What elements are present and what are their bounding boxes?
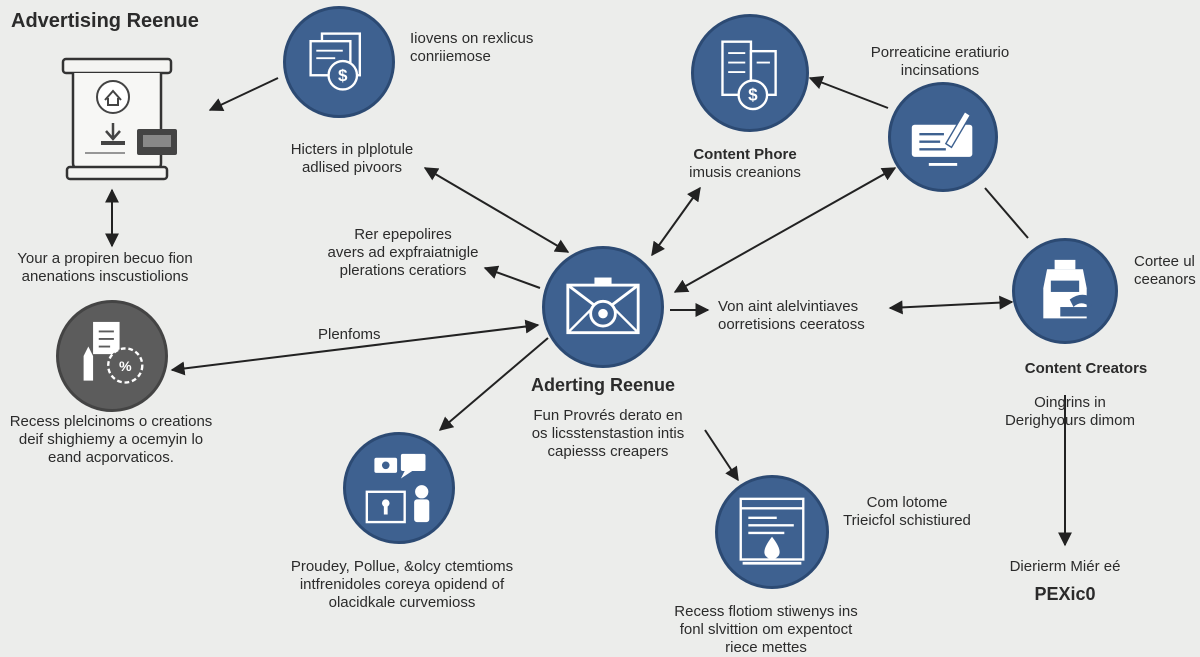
arrow-center-phore <box>651 186 701 257</box>
node-person-chat <box>343 432 455 544</box>
node-envelope <box>542 246 664 368</box>
label-cortee: Cortee ul ceeanors <box>1134 253 1196 288</box>
envelope-icon <box>566 277 640 335</box>
arrow-to-kiosk <box>208 77 279 111</box>
arrow-pen-machine <box>984 187 1029 239</box>
label-proudey: Proudey, Pollue, &olcy ctemtioms intfren… <box>290 558 514 611</box>
label-oingrins: Oingrins in Derighyours dimom <box>1004 394 1136 429</box>
machine-icon <box>1043 259 1095 319</box>
label-top-center: Iiovens on rexlicus conriiemose <box>410 30 534 65</box>
arrow-pen-building <box>808 75 889 109</box>
label-hicters: Hicters in plplotule adlised pivoors <box>290 141 414 176</box>
node-machine <box>1012 238 1118 344</box>
document-dollar-icon: $ <box>309 32 362 91</box>
diagram-title: Advertising Reenue <box>11 10 199 32</box>
node-percent-document: % <box>56 300 168 412</box>
browser-drop-icon <box>739 497 805 565</box>
label-recess-left: Recess plelcinoms o creations deif shigh… <box>9 413 213 466</box>
label-pexico: PEXic0 <box>1034 584 1096 604</box>
label-von: Von aint alelvintiaves oorretisions ceer… <box>718 298 865 333</box>
node-pen-screen <box>888 82 998 192</box>
label-content-phore-sub: imusis creanions <box>689 164 801 181</box>
pen-screen-icon <box>911 110 973 166</box>
label-content-phore-title: Content Phore <box>693 146 797 163</box>
label-content-creators: Content Creators <box>1024 360 1148 377</box>
label-your: Your a propiren becuo fion anenations in… <box>17 250 193 285</box>
center-title: Aderting Reenue <box>530 375 676 395</box>
kiosk-device-icon <box>55 55 180 185</box>
node-browser-drop <box>715 475 829 589</box>
label-fun: Fun Provrés derato en os licsstenstastio… <box>531 407 685 460</box>
arrow-center-rer <box>483 265 541 289</box>
label-com: Com lotome Trieicfol schistiured <box>843 494 971 529</box>
arrow-plenfoms <box>170 319 540 376</box>
label-dierierr: Dierierm Miér eé <box>1009 558 1121 575</box>
person-chat-icon <box>365 453 430 524</box>
arrow-center-pen <box>673 167 897 293</box>
arrow-hicters-center <box>423 167 570 253</box>
node-building-dollar: $ <box>691 14 809 132</box>
label-rer: Rer epepolires avers ad expfraiatnigle p… <box>327 226 479 279</box>
node-document-dollar: $ <box>283 6 395 118</box>
svg-text:%: % <box>119 359 132 375</box>
arrow-von-machine <box>888 295 1014 315</box>
arrow-fun-browser <box>704 429 739 482</box>
svg-text:$: $ <box>748 86 758 105</box>
percent-document-icon: % <box>83 321 144 384</box>
arrow-center-person <box>438 337 549 431</box>
label-recess-bottom: Recess flotiom stiwenys ins fonl slvitti… <box>674 603 858 656</box>
svg-text:$: $ <box>338 66 348 85</box>
label-plenfoms: Plenfoms <box>318 326 381 343</box>
building-dollar-icon: $ <box>721 40 777 111</box>
label-porre: Porreaticine eratiurio incinsations <box>870 44 1010 79</box>
